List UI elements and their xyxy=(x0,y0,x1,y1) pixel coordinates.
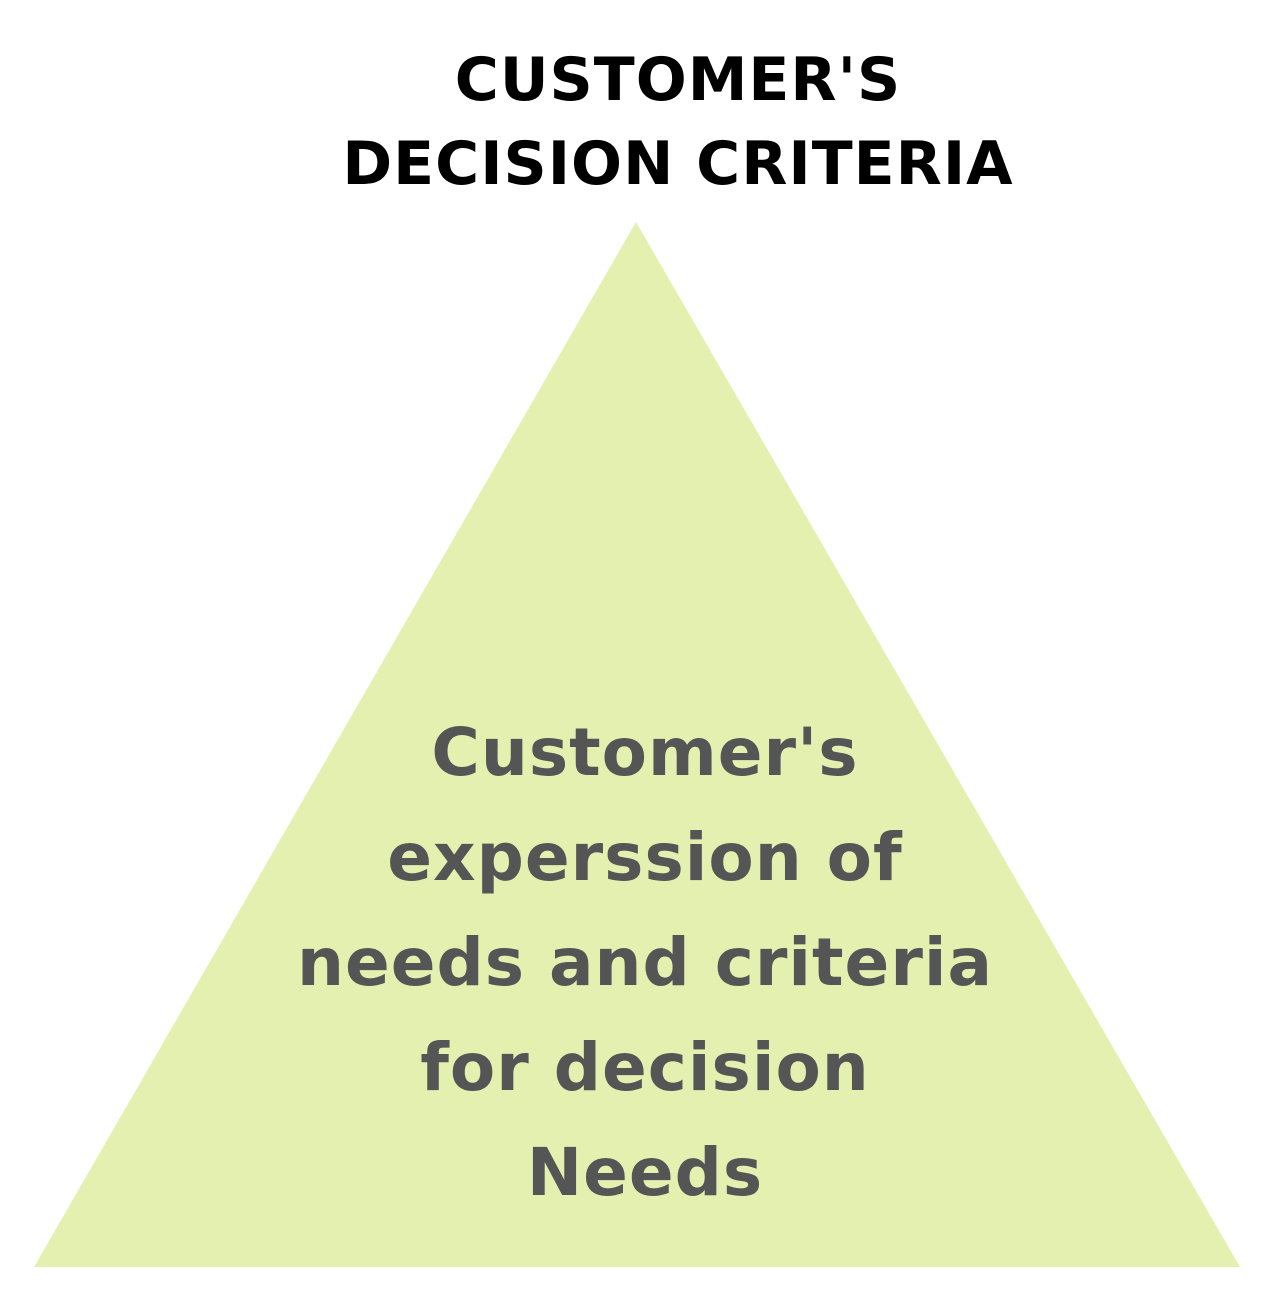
pyramid-line-1: Customer's xyxy=(431,714,859,791)
pyramid-line-5: Needs xyxy=(526,1134,764,1211)
pyramid-shape xyxy=(34,222,1240,1267)
title-line-2: DECISION CRITERIA xyxy=(342,129,1014,199)
pyramid-label: Customer's experssion of needs and crite… xyxy=(245,700,1045,1225)
diagram-title: CUSTOMER'S DECISION CRITERIA xyxy=(0,38,1281,206)
title-line-1: CUSTOMER'S xyxy=(454,45,902,115)
pyramid-line-4: for decision xyxy=(420,1029,870,1106)
pyramid-line-3: needs and criteria xyxy=(296,924,994,1001)
pyramid-line-2: experssion of xyxy=(387,819,903,896)
